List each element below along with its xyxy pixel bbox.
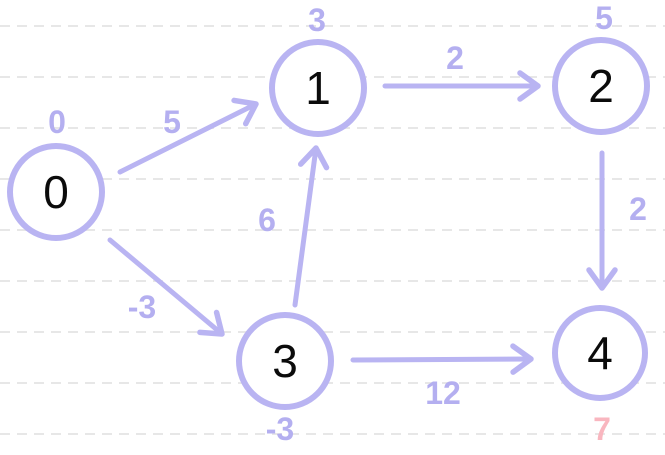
node-0[interactable]: 0 <box>7 143 105 241</box>
node-3-distance: -3 <box>266 411 294 447</box>
edge-weight-1-2: 2 <box>446 40 464 76</box>
node-2-circle[interactable] <box>552 37 650 135</box>
node-4[interactable]: 4 <box>552 305 648 401</box>
node-layer: 0 0 1 3 2 5 3 -3 4 7 <box>7 0 650 447</box>
edge-weight-2-4: 2 <box>629 191 647 227</box>
node-0-circle[interactable] <box>7 143 105 241</box>
node-3[interactable]: 3 <box>236 312 334 410</box>
node-1[interactable]: 1 <box>269 39 367 137</box>
node-0-number: 0 <box>43 166 69 218</box>
edge-weight-3-1: 6 <box>258 202 276 238</box>
edge-weight-3-4: 12 <box>425 375 461 411</box>
node-1-distance: 3 <box>308 2 326 38</box>
edge-weight-0-3: -3 <box>128 289 156 325</box>
edge-3-1 <box>292 145 330 308</box>
node-4-number: 4 <box>587 327 613 379</box>
node-3-number: 3 <box>272 335 298 387</box>
node-2-distance: 5 <box>595 0 613 36</box>
node-4-circle[interactable] <box>552 305 648 401</box>
edge-0-1 <box>117 97 259 175</box>
edge-3-4 <box>350 343 534 375</box>
node-2[interactable]: 2 <box>552 37 650 135</box>
node-1-number: 1 <box>305 62 331 114</box>
node-4-distance: 7 <box>593 411 611 447</box>
edge-0-3 <box>107 237 225 337</box>
node-1-circle[interactable] <box>269 39 367 137</box>
node-0-distance: 0 <box>48 104 66 140</box>
node-2-number: 2 <box>588 60 614 112</box>
edge-weight-0-1: 5 <box>163 104 181 140</box>
node-3-circle[interactable] <box>236 312 334 410</box>
